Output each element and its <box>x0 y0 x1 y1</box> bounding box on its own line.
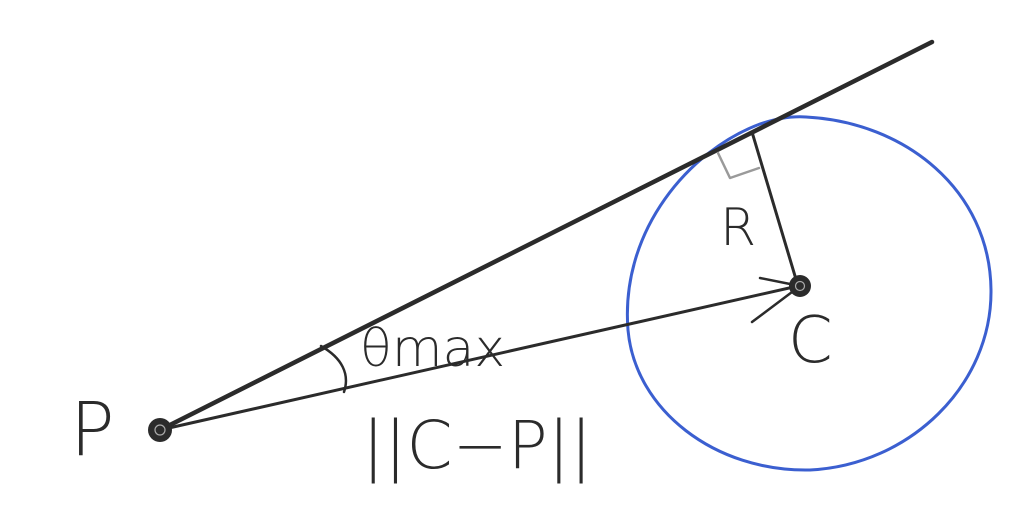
label-r: R <box>720 198 756 258</box>
label-c: C <box>788 304 833 378</box>
tangent-line <box>157 39 935 433</box>
point-c-dot <box>789 275 811 297</box>
sphere-circle <box>625 115 993 472</box>
label-p: P <box>70 387 115 473</box>
label-theta-max: θmax <box>360 319 505 379</box>
point-p-dot <box>148 418 172 442</box>
radius-line <box>750 130 800 288</box>
label-distance: ||C−P|| <box>362 407 592 484</box>
angle-arc <box>319 344 348 394</box>
center-line <box>158 284 800 432</box>
right-angle-marker <box>716 151 761 180</box>
